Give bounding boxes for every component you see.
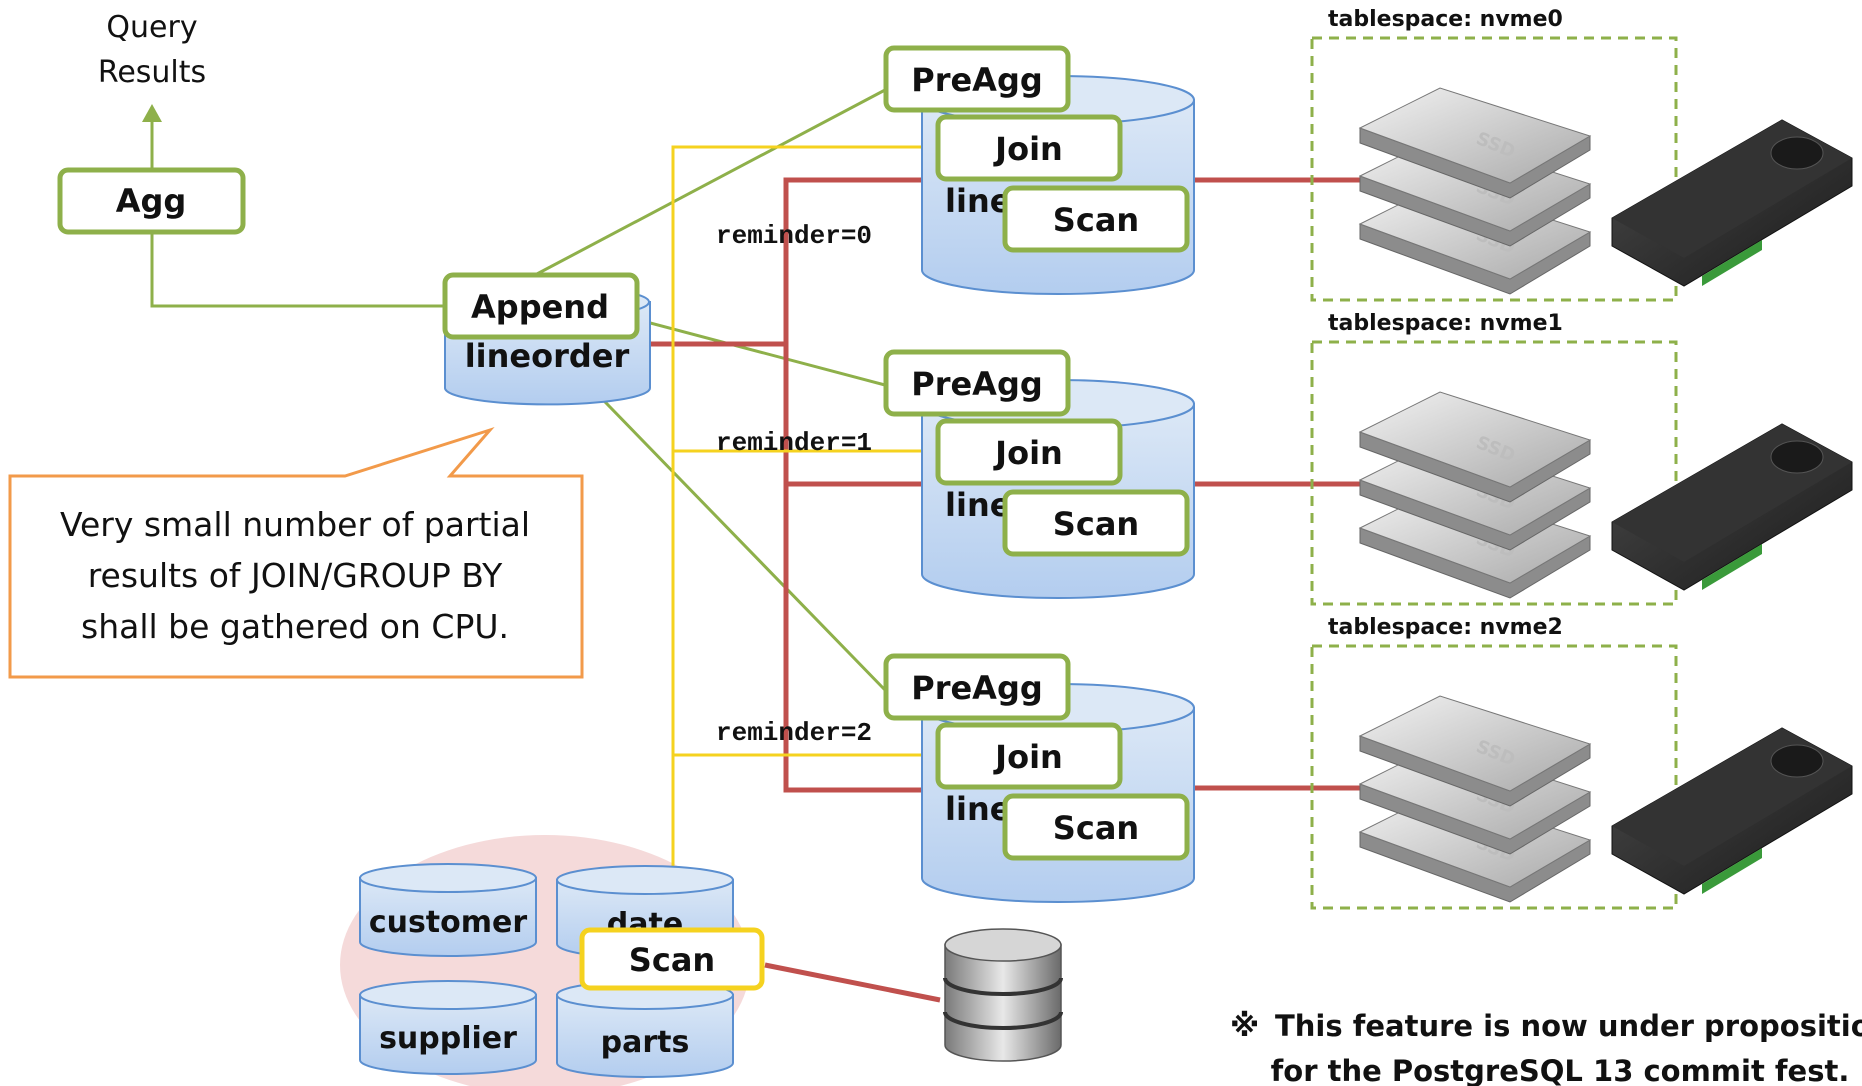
tablespace-group-0: tablespace: nvme0 xyxy=(1310,7,1678,302)
scan-node-1 xyxy=(1002,489,1190,557)
preagg-node-1 xyxy=(883,349,1071,417)
tablespace-group-1: tablespace: nvme1 xyxy=(1310,311,1678,606)
gpu-cards xyxy=(1611,119,1853,895)
agg-node: Agg xyxy=(57,167,246,235)
callout-line2: results of JOIN/GROUP BY xyxy=(88,556,503,595)
partition-2: line PreAgg Join Scan xyxy=(883,653,1195,903)
reminder-label-1: reminder=1 xyxy=(716,428,872,458)
dimension-table-customer: customer xyxy=(359,863,537,957)
gpu-icon xyxy=(1611,119,1853,287)
scan-label-1: Scan xyxy=(1053,505,1139,543)
scan-label-0: Scan xyxy=(1053,201,1139,239)
customer-label: customer xyxy=(369,905,528,940)
preagg-label-1: PreAgg xyxy=(911,365,1043,403)
reminder-label-2: reminder=2 xyxy=(716,718,872,748)
tablespace-group-2: tablespace: nvme2 xyxy=(1310,615,1678,910)
tablespace-label-1: tablespace: nvme1 xyxy=(1328,311,1563,336)
join-node-1 xyxy=(935,418,1123,486)
query-results-line2: Results xyxy=(98,55,206,90)
scan-node-0 xyxy=(1002,185,1190,253)
gpu-icon xyxy=(1611,727,1853,895)
join-node-2 xyxy=(935,722,1123,790)
dimension-edges xyxy=(671,145,940,940)
preagg-label-0: PreAgg xyxy=(911,61,1043,99)
callout: Very small number of partial results of … xyxy=(8,426,584,679)
partition-1: line PreAgg Join Scan xyxy=(883,349,1195,599)
scan-label-2: Scan xyxy=(1053,809,1139,847)
partition-0-table-label: line xyxy=(945,182,1011,220)
join-label-1: Join xyxy=(993,434,1063,472)
agg-label: Agg xyxy=(116,182,187,220)
preagg-node-0 xyxy=(883,45,1071,113)
note-line2: for the PostgreSQL 13 commit fest. xyxy=(1271,1054,1850,1086)
ssd-icon: SSD xyxy=(1358,695,1592,807)
tablespace-label-0: tablespace: nvme0 xyxy=(1328,7,1563,32)
append-label: Append xyxy=(471,288,609,326)
dimension-scan-node: Scan xyxy=(579,927,765,991)
dimension-table-parts: parts xyxy=(556,980,734,1078)
tablespace-label-2: tablespace: nvme2 xyxy=(1328,615,1563,640)
note-symbol: ※ xyxy=(1230,1009,1259,1044)
ssd-icon: SSD xyxy=(1358,87,1592,199)
gpu-icon xyxy=(1611,423,1853,591)
append-node: Append xyxy=(442,272,640,340)
database-icon xyxy=(943,928,1063,1062)
parts-label: parts xyxy=(601,1025,690,1060)
join-label-0: Join xyxy=(993,130,1063,168)
note-line1: This feature is now under proposition xyxy=(1275,1009,1862,1043)
dimension-table-supplier: supplier xyxy=(359,980,537,1075)
scan-node-2 xyxy=(1002,793,1190,861)
callout-line1: Very small number of partial xyxy=(60,505,530,544)
join-label-2: Join xyxy=(993,738,1063,776)
preagg-label-2: PreAgg xyxy=(911,669,1043,707)
dimension-scan-label: Scan xyxy=(629,941,715,979)
join-node-0 xyxy=(935,114,1123,182)
lineorder-label: lineorder xyxy=(465,337,630,375)
partition-1-table-label: line xyxy=(945,486,1011,524)
partition-2-table-label: line xyxy=(945,790,1011,828)
supplier-label: supplier xyxy=(379,1021,517,1056)
reminder-label-0: reminder=0 xyxy=(716,221,872,251)
storage-edges xyxy=(648,177,1360,1003)
preagg-node-2 xyxy=(883,653,1071,721)
ssd-icon: SSD xyxy=(1358,391,1592,503)
partition-0: line PreAgg Join Scan xyxy=(883,45,1195,295)
query-results-line1: Query xyxy=(106,10,197,45)
callout-line3: shall be gathered on CPU. xyxy=(81,607,509,646)
arrow-up-icon xyxy=(142,104,162,122)
